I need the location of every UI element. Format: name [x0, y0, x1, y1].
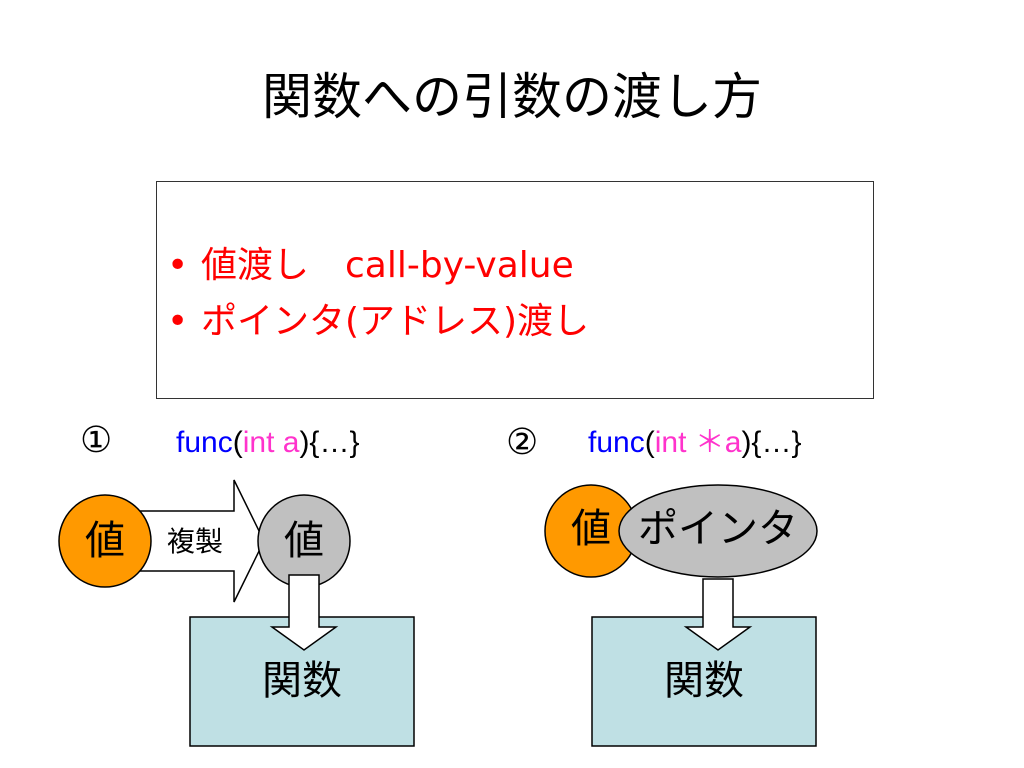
case1-code: func(int a){…} — [176, 423, 359, 463]
case1-source-label: 値 — [85, 518, 125, 564]
bullet-box: • 値渡し call-by-value • ポインタ(アドレス)渡し — [156, 181, 874, 399]
bullet-call-by-pointer: • ポインタ(アドレス)渡し — [167, 300, 589, 344]
case1-copy-arrow — [137, 479, 265, 603]
case2-pointer-label: ポインタ — [638, 506, 798, 552]
case2-pointer-ellipse — [618, 484, 818, 578]
code-param: int a — [242, 426, 300, 459]
code-open: ( — [232, 426, 243, 459]
bullet-marker: • — [167, 245, 189, 286]
slide-title: 関数への引数の渡し方 — [262, 68, 762, 126]
code-func: func — [588, 426, 645, 459]
case1-function-label: 関数 — [262, 658, 342, 704]
bullet-text: 値渡し call-by-value — [201, 245, 574, 286]
code-close: ){…} — [741, 426, 802, 459]
case1-target-label: 値 — [284, 518, 324, 564]
code-func: func — [176, 426, 233, 459]
code-close: ){…} — [299, 426, 360, 459]
bullet-call-by-value: • 値渡し call-by-value — [167, 244, 574, 288]
case1-source-circle — [58, 494, 152, 588]
case1-number: ① — [80, 420, 113, 461]
bullet-marker: • — [167, 301, 189, 342]
code-open: ( — [644, 426, 655, 459]
case1-copy-label: 複製 — [166, 525, 223, 558]
code-param: int ＊a — [654, 426, 742, 459]
case2-source-label: 値 — [571, 506, 611, 552]
case2-down-arrow — [683, 578, 753, 651]
bullet-text: ポインタ(アドレス)渡し — [201, 301, 590, 342]
case2-code: func(int ＊a){…} — [588, 423, 801, 463]
case2-function-label: 関数 — [664, 658, 744, 704]
case1-down-arrow — [269, 574, 339, 651]
case2-number: ② — [506, 422, 539, 463]
